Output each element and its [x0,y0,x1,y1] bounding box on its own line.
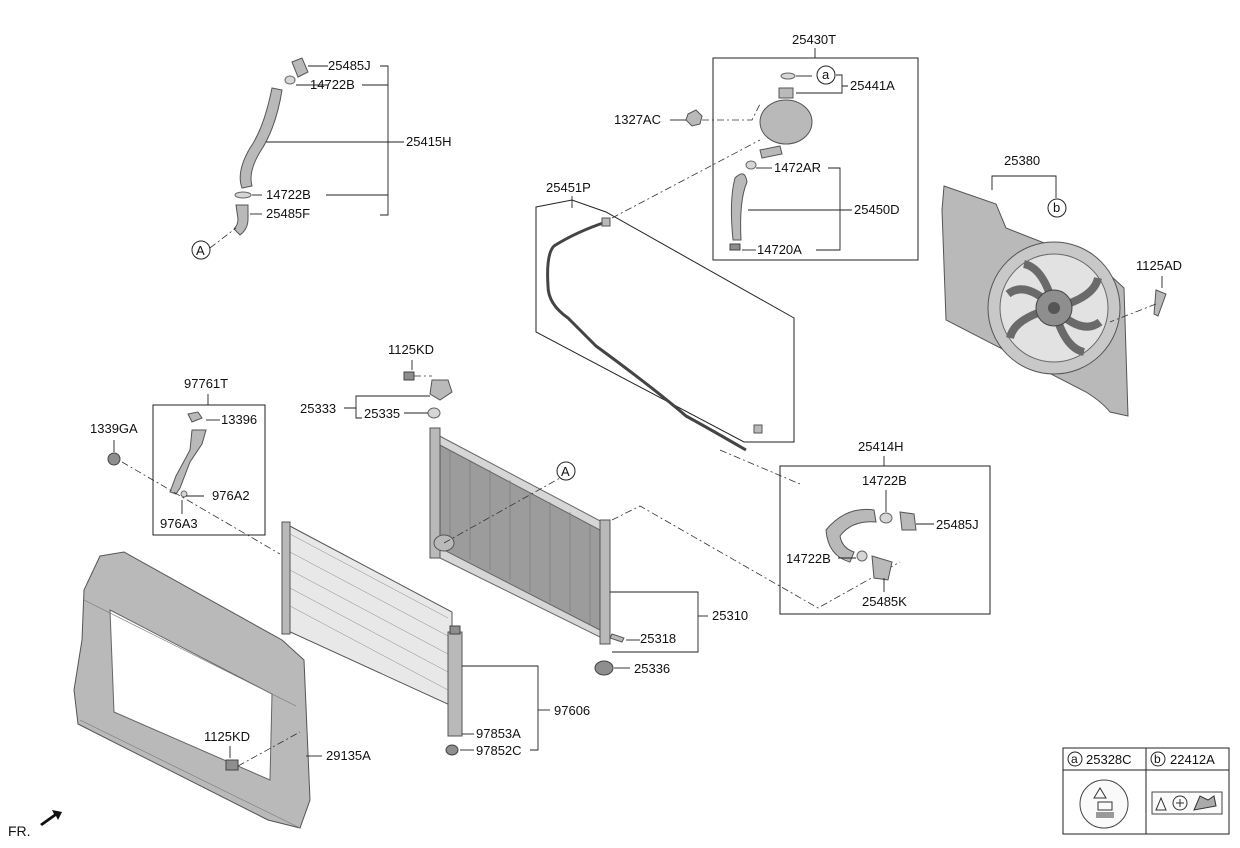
label-25485j-top: 25485J [328,58,371,73]
grommet-1339ga [107,452,121,466]
legend-table: a 25328C b 22412A [1062,747,1230,835]
legend-b-letter: b [1154,752,1161,766]
label-97606: 97606 [554,703,590,718]
label-25485k: 25485K [862,594,907,609]
label-25414h: 25414H [858,439,904,454]
label-14720a: 14720A [757,242,802,257]
label-25380: 25380 [1004,153,1040,168]
label-25441a: 25441A [850,78,895,93]
label-97761t: 97761T [184,376,228,391]
cap-97852c [445,744,459,756]
bolt-1125ad [1153,289,1167,317]
sensor-harness-97761t [169,411,207,498]
label-29135a: 29135A [326,748,371,763]
front-direction-label: FR. [8,823,31,839]
box-97761t [152,404,266,536]
legend-b-part: 22412A [1170,752,1215,767]
cap-label-icon [1079,779,1129,829]
callout-a-lower [556,461,576,481]
label-25310: 25310 [712,608,748,623]
label-1339ga: 1339GA [90,421,138,436]
label-25430t: 25430T [792,32,836,47]
nut-1327ac [685,109,703,127]
radiator-25310 [429,427,611,645]
label-13396: 13396 [221,412,257,427]
label-25450d: 25450D [854,202,900,217]
condenser-97606 [281,521,463,737]
label-14722b-top: 14722B [310,77,355,92]
svg-text:b: b [1053,200,1060,215]
label-97852c: 97852C [476,743,522,758]
label-25333: 25333 [300,401,336,416]
label-976a2: 976A2 [212,488,250,503]
box-25451p [535,199,795,443]
svg-text:A: A [561,464,570,479]
front-arrow-icon [40,810,62,826]
label-14722b-mid: 14722B [266,187,311,202]
label-976a3: 976A3 [160,516,198,531]
label-1125kd-top: 1125KD [388,342,434,357]
label-14722b-r1: 14722B [862,473,907,488]
label-1125ad: 1125AD [1136,258,1182,273]
mount-insulator-lower [594,660,614,676]
callout-b-fan [1047,198,1067,218]
bolt-1125kd-top [403,371,415,381]
legend-a-letter: a [1071,752,1078,766]
label-25318: 25318 [640,631,676,646]
label-25485f: 25485F [266,206,310,221]
callout-a-reservoir [816,65,836,85]
hose-assembly-25414h [825,508,917,581]
label-1327ac: 1327AC [614,112,661,127]
label-1472ar: 1472AR [774,160,821,175]
bolt-1125kd-bot [225,759,239,771]
fan-shroud-assembly [941,185,1129,417]
warning-triangle-icon [1093,787,1107,799]
label-25485j-r: 25485J [936,517,979,532]
label-25415h: 25415H [406,134,452,149]
label-25335: 25335 [364,406,400,421]
coolant-reservoir [729,72,813,251]
bracket-upper [429,379,453,401]
label-14722b-r2: 14722B [786,551,831,566]
svg-text:A: A [196,243,205,258]
mount-insulator [427,407,441,419]
callout-a-upper [191,240,211,260]
label-25336: 25336 [634,661,670,676]
box-25414h [779,465,991,615]
box-25430t [712,57,919,261]
label-1125kd-bot: 1125KD [204,729,250,744]
hose-assembly-25415h [233,57,309,236]
label-25451p: 25451P [546,180,591,195]
label-97853a: 97853A [476,726,521,741]
carrier-29135a [73,551,311,829]
legend-a-part: 25328C [1086,752,1132,767]
svg-text:a: a [822,67,830,82]
